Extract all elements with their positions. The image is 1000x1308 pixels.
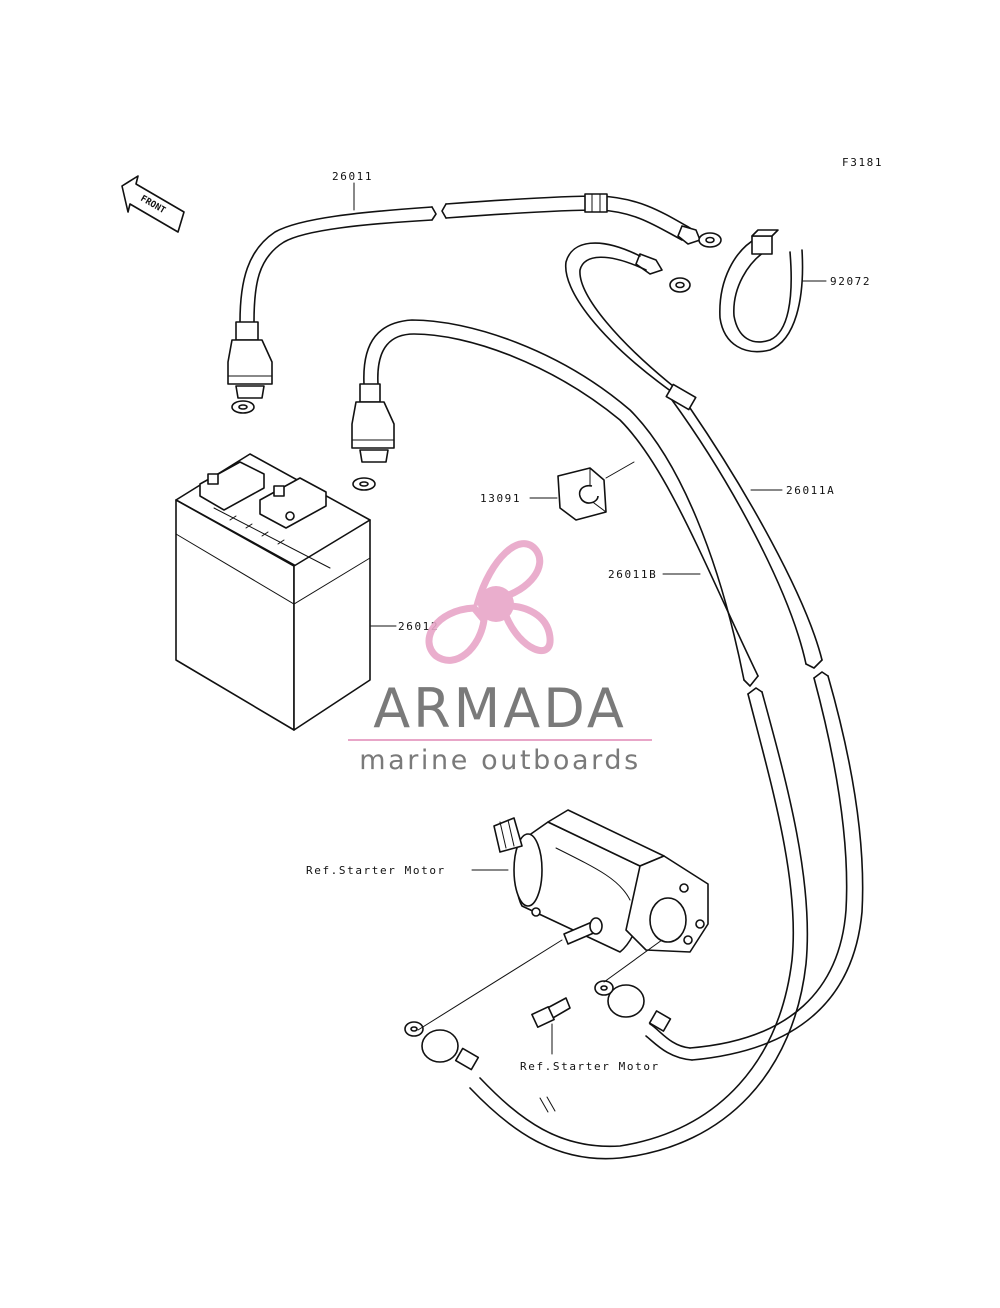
ref-label-starter-motor-bottom: Ref.Starter Motor	[520, 1060, 660, 1073]
ground-cable-26011b	[351, 319, 809, 1160]
part-label-26011: 26011	[332, 170, 373, 183]
propeller-logo-icon	[425, 540, 554, 664]
watermark-tagline: marine outboards	[359, 745, 641, 776]
battery-26012	[175, 453, 397, 731]
starter-motor	[417, 809, 709, 1055]
ref-label-starter-motor-top: Ref.Starter Motor	[306, 864, 446, 877]
part-label-26012: 26012	[398, 620, 439, 633]
figure-code: F3181	[842, 156, 883, 169]
part-label-26011b: 26011B	[608, 568, 657, 581]
watermark-brand: ARMADA	[373, 677, 627, 740]
part-label-13091: 13091	[480, 492, 521, 505]
clamp-92072	[719, 229, 827, 353]
part-label-92072: 92072	[830, 275, 871, 288]
part-label-26011a: 26011A	[786, 484, 835, 497]
grommet-13091	[529, 461, 635, 521]
armada-watermark: ARMADA marine outboards	[348, 540, 652, 776]
battery-cable-26011	[227, 182, 722, 414]
starter-cable-26011a	[564, 242, 864, 1061]
front-arrow-icon: FRONT	[121, 175, 185, 233]
